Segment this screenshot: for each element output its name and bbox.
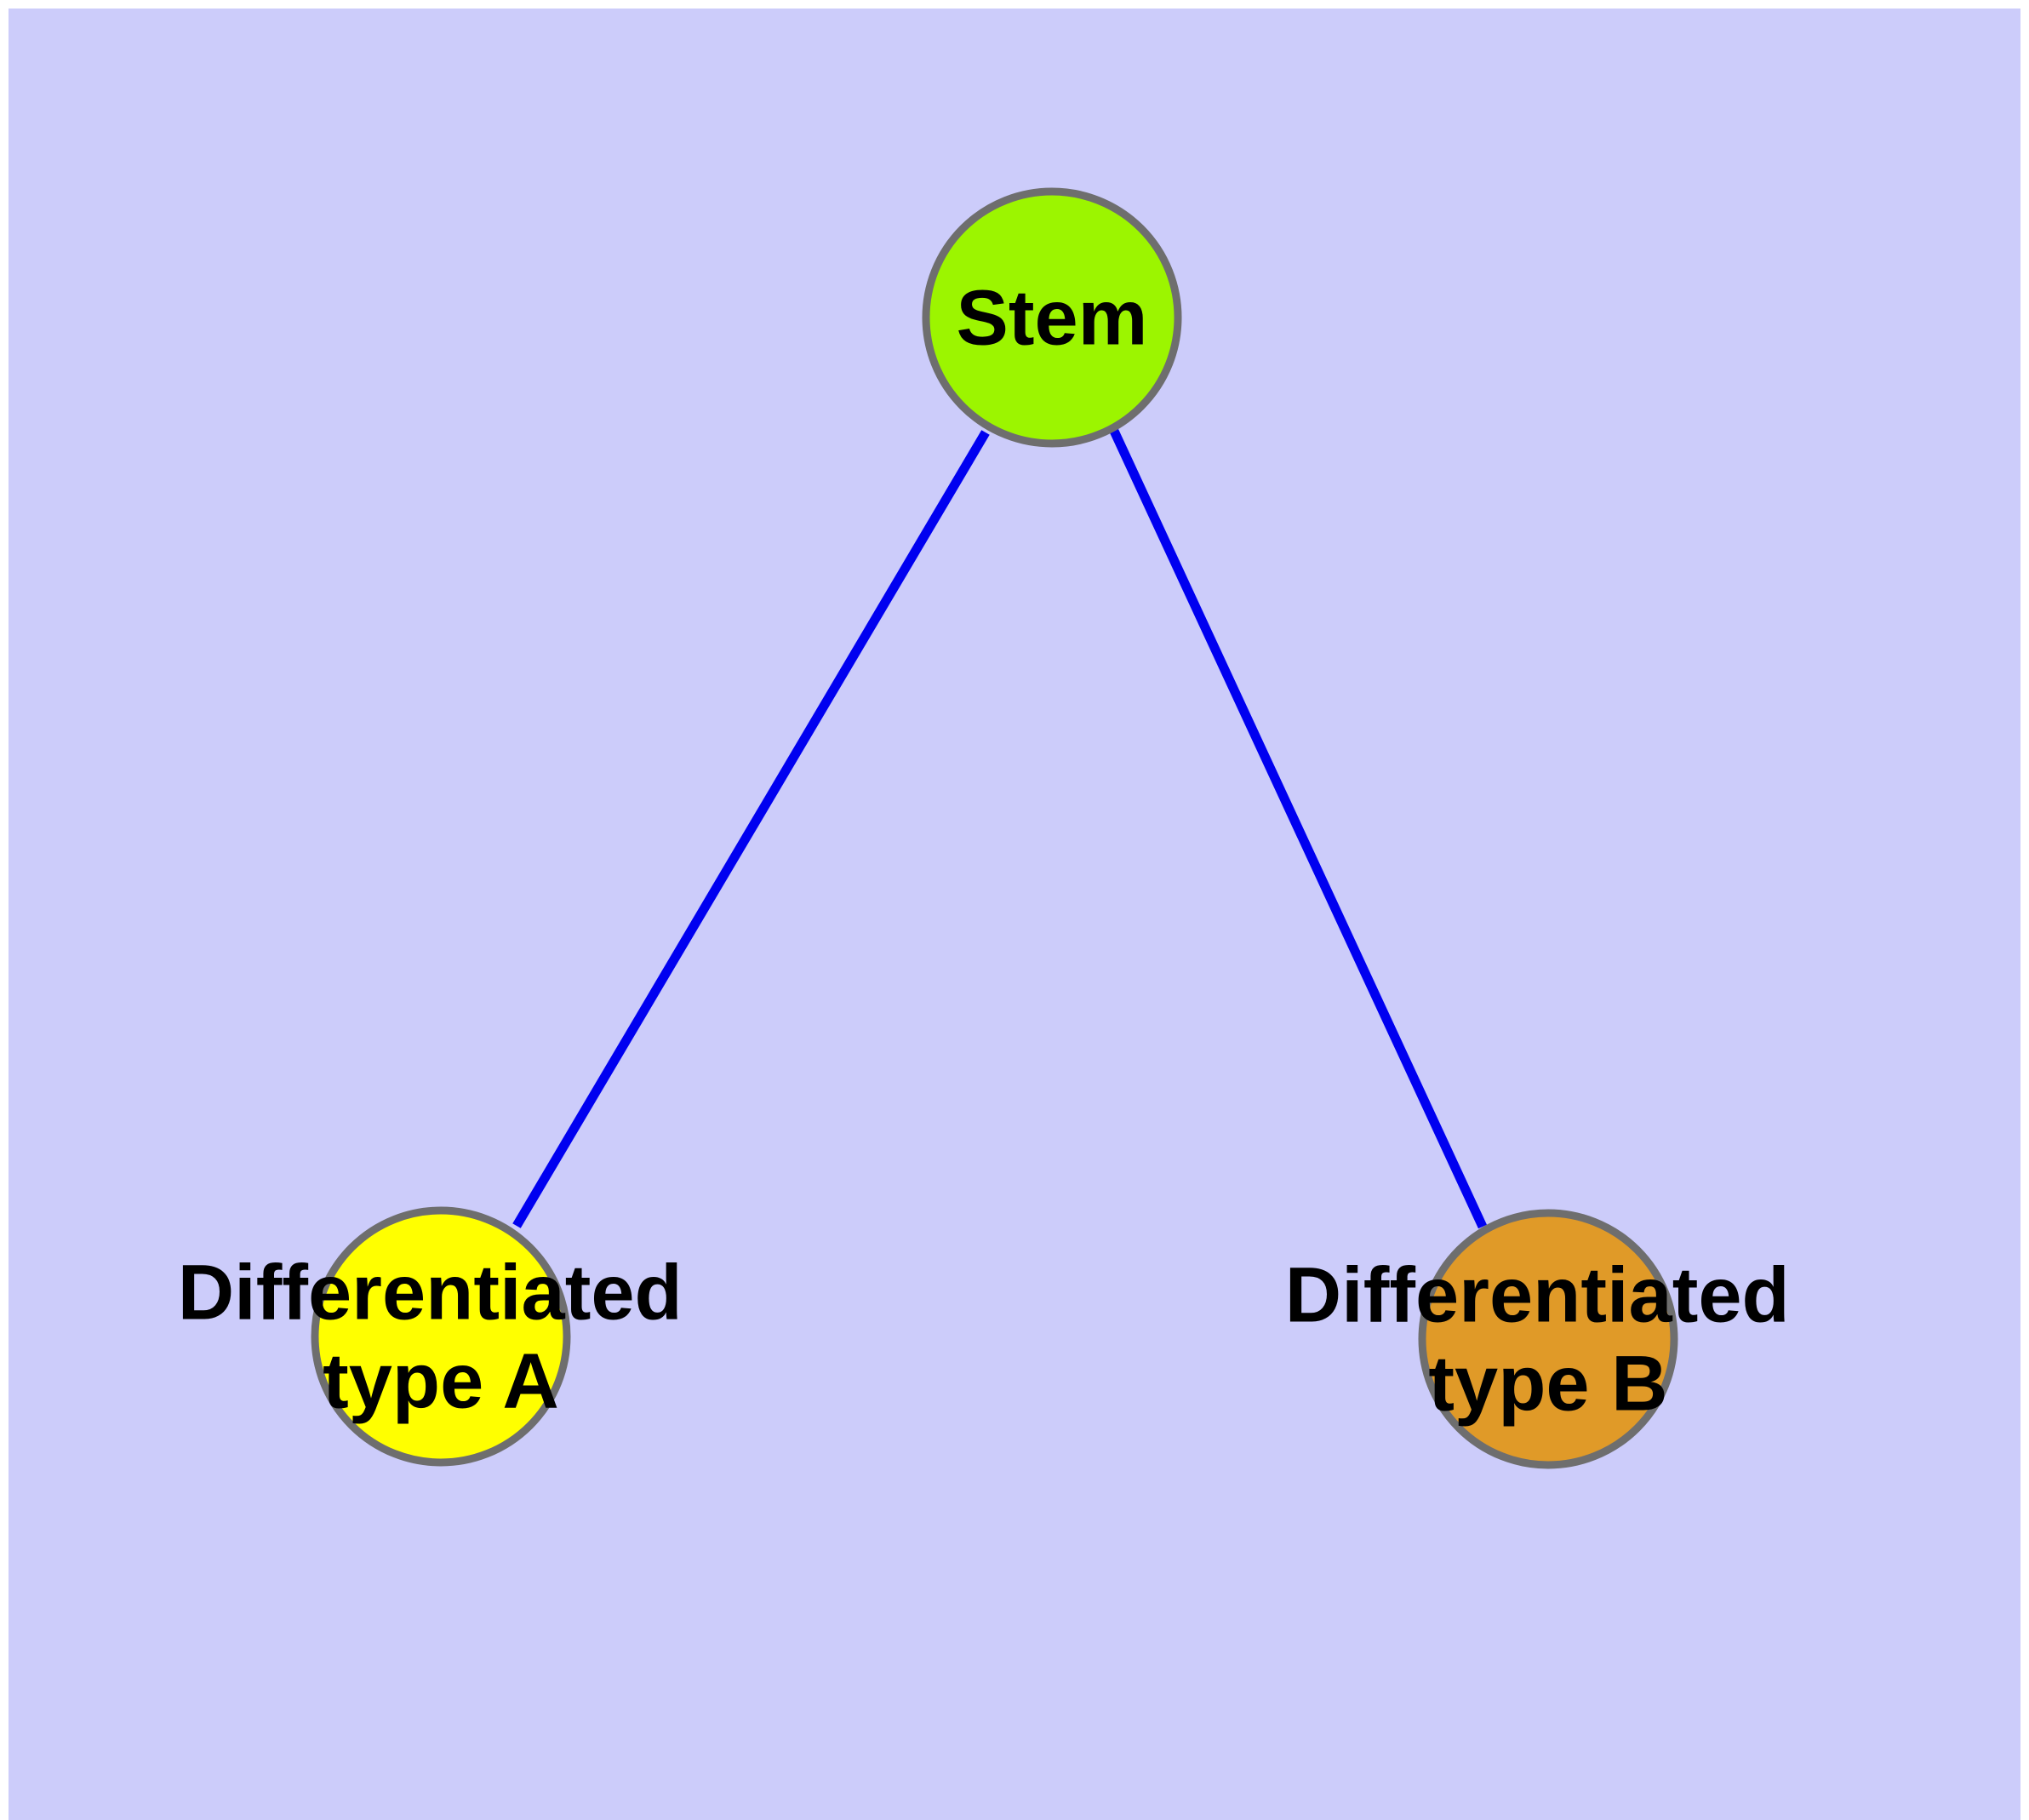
node-label-differentiated-type-a: Differentiated type A [178, 1249, 705, 1424]
edge-stem-to-differentiated-type-b [1109, 426, 1487, 1229]
node-label-differentiated-type-a-line-1: Differentiated [178, 1249, 683, 1336]
node-label-stem: Stem [957, 274, 1148, 361]
edges-group [512, 426, 1487, 1229]
node-differentiated-type-b[interactable] [1418, 1209, 1678, 1469]
node-label-differentiated-type-b: Differentiated type B [1285, 1251, 1812, 1427]
node-label-differentiated-type-a-line-2: type A [323, 1337, 559, 1424]
labels-group: Stem Differentiated type A Differentiate… [178, 274, 1812, 1427]
node-label-differentiated-type-b-line-1: Differentiated [1285, 1251, 1790, 1338]
node-label-stem-line-1: Stem [957, 274, 1148, 361]
edge-stem-to-differentiated-type-a [512, 430, 990, 1228]
nodes-group [311, 187, 1678, 1469]
node-label-differentiated-type-b-line-2: type B [1428, 1340, 1667, 1427]
node-stem[interactable] [922, 187, 1182, 448]
node-differentiated-type-a[interactable] [311, 1206, 571, 1467]
